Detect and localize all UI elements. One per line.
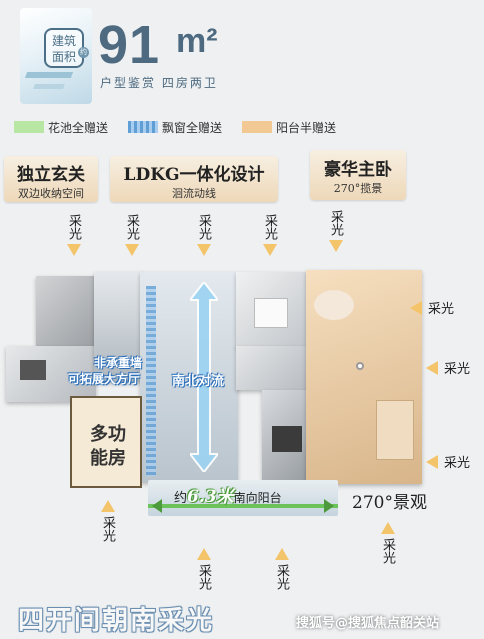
area-unit: m² (176, 22, 218, 60)
light-label: 采光 (444, 456, 471, 471)
sun-arrow-icon (381, 522, 395, 534)
ns-flow-arrow (187, 280, 221, 474)
feature-ldkg-title: LDKG一体化设计 (123, 165, 265, 185)
feature-master-title: 豪华主卧 (324, 160, 392, 180)
sun-arrow-icon (329, 240, 343, 252)
bed (376, 400, 414, 460)
light-label: 采光 (274, 564, 289, 590)
light-indicator-bottom-4: 采光 (378, 522, 398, 564)
light-label: 采光 (444, 362, 471, 377)
feature-entrance: 独立玄关 双边收纳空间 (4, 156, 98, 202)
sun-arrow-icon (263, 244, 277, 256)
decor-stripe (33, 84, 65, 89)
balcony-value: 6.3米 (187, 487, 234, 507)
light-indicator-right-3: 采光 (426, 452, 470, 471)
light-indicator-right-2: 采光 (426, 358, 470, 377)
wall-note-1: 非承重墙 (94, 356, 143, 370)
side-room (6, 346, 96, 402)
legend-swatch-orange (242, 121, 273, 133)
balcony-label: 约6.3米南向阳台 (174, 482, 282, 507)
south-balcony: 约6.3米南向阳台 (148, 480, 338, 516)
sun-arrow-icon (125, 244, 139, 256)
light-label: 采光 (196, 214, 211, 240)
multi-room-label-1: 多功 (90, 424, 126, 445)
area-badge-dot: 约 (78, 47, 89, 58)
light-indicator-bottom-1: 采光 (98, 500, 118, 542)
light-label: 采光 (196, 564, 211, 590)
light-indicator-top-4: 采光 (260, 214, 280, 256)
light-indicator-top-1: 采光 (64, 214, 84, 256)
light-label: 采光 (262, 214, 277, 240)
light-indicator-bottom-3: 采光 (272, 548, 292, 590)
feature-ldkg-desc: 洄流动线 (172, 187, 216, 200)
feature-master-desc: 270°揽景 (333, 182, 383, 195)
feature-ldkg: LDKG一体化设计 洄流动线 (110, 156, 278, 202)
balcony-prefix: 约 (174, 491, 188, 506)
arrow-right-icon (324, 499, 334, 513)
light-label: 采光 (124, 214, 139, 240)
area-badge-box: 建筑 面积 (44, 28, 84, 68)
bathtub (314, 290, 354, 320)
light-label: 采光 (66, 214, 81, 240)
master-bedroom (306, 270, 422, 484)
sun-arrow-icon (197, 244, 211, 256)
wall-note-2: 可拓展大方厅 (68, 372, 141, 386)
sun-arrow-icon (275, 548, 289, 560)
legend-label: 花池全赠送 (48, 120, 109, 135)
multi-function-room: 多功 能房 (70, 396, 142, 488)
footer-tagline: 四开间朝南采光 (18, 606, 215, 636)
legend-swatch-green (14, 121, 44, 133)
view-label: 270°景观 (352, 493, 427, 513)
legend-item-flower: 花池全赠送 (14, 119, 108, 136)
feature-master: 豪华主卧 270°揽景 (310, 150, 406, 200)
ceiling-light (356, 362, 364, 370)
ns-flow-label: 南北对流 (172, 374, 225, 389)
legend-label: 阳台半赠送 (276, 120, 337, 135)
bed (254, 298, 288, 328)
light-label: 采光 (428, 302, 455, 317)
sun-arrow-icon (426, 454, 438, 469)
light-indicator-bottom-2: 采光 (194, 548, 214, 590)
area-badge: 建筑 面积 约 (20, 8, 92, 104)
entrance-room (36, 276, 96, 346)
light-label: 采光 (100, 516, 115, 542)
arrow-left-icon (152, 499, 162, 513)
legend-label: 飘窗全赠送 (162, 120, 223, 135)
balcony-green-bar (148, 504, 338, 508)
legend-item-bay-window: 飘窗全赠送 (128, 119, 222, 136)
sun-arrow-icon (101, 500, 115, 512)
feature-entrance-title: 独立玄关 (17, 165, 85, 185)
light-label: 采光 (328, 210, 343, 236)
tv-cabinet (20, 360, 46, 380)
light-indicator-top-5: 采光 (326, 210, 346, 252)
living-dining-room (140, 272, 238, 482)
balcony-suffix: 南向阳台 (233, 491, 282, 505)
sun-arrow-icon (197, 548, 211, 560)
sun-arrow-icon (426, 360, 438, 375)
layout-subtitle: 户型鉴赏 四房两卫 (100, 76, 218, 90)
area-badge-line1: 建筑 (51, 34, 76, 48)
footer-band (0, 596, 484, 639)
area-value: 91 (98, 15, 161, 75)
legend-swatch-blue (128, 121, 159, 133)
bathroom (236, 346, 306, 390)
light-indicator-top-3: 采光 (194, 214, 214, 256)
light-label: 采光 (380, 538, 395, 564)
kitchen-room (94, 272, 144, 382)
bedroom-north (236, 272, 306, 348)
sun-arrow-icon (410, 300, 422, 315)
decor-stripe (24, 72, 74, 78)
light-indicator-top-2: 采光 (122, 214, 142, 256)
area-badge-line2: 面积 (51, 50, 76, 64)
legend: 花池全赠送 飘窗全赠送 阳台半赠送 (14, 118, 350, 136)
light-indicator-right-1: 采光 (410, 298, 454, 317)
watermark: 搜狐号@搜狐焦点韶关站 (296, 616, 440, 631)
feature-entrance-desc: 双边收纳空间 (18, 187, 84, 200)
legend-item-balcony: 阳台半赠送 (242, 119, 336, 136)
bay-window-strip (146, 286, 156, 476)
sun-arrow-icon (67, 244, 81, 256)
bed (272, 426, 302, 452)
multi-room-label-2: 能房 (90, 448, 126, 469)
